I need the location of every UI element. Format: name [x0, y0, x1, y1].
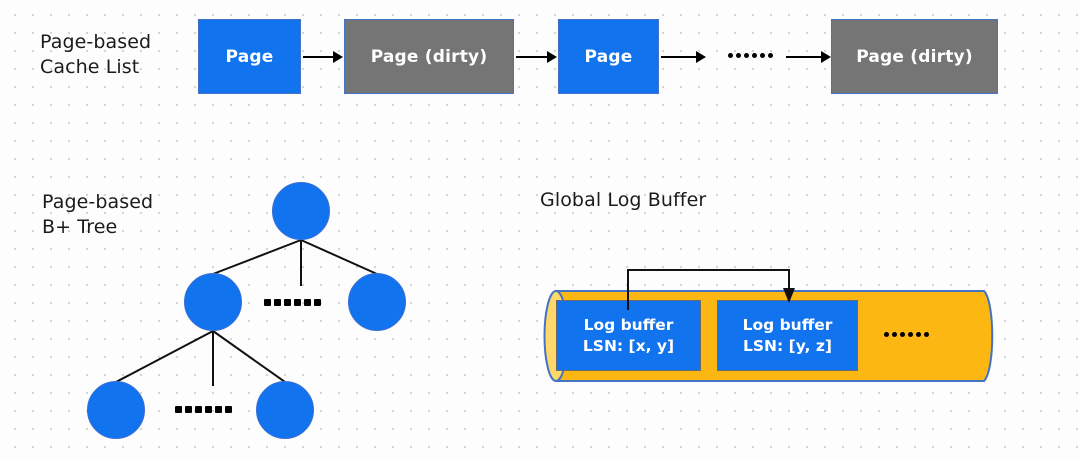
cache-list-caption: Page-based Cache List [40, 31, 152, 78]
btree-node-level2-left[interactable] [87, 381, 145, 439]
cache-arrow-1 [303, 51, 343, 63]
log-buffer-title-2: Log buffer [742, 315, 833, 334]
log-buffer-lsn-2: LSN: [y, z] [743, 336, 832, 355]
cache-arrow-3 [661, 51, 707, 63]
cache-page-box-2[interactable]: Page (dirty) [344, 19, 514, 94]
log-buffer-title-1: Log buffer [583, 315, 674, 334]
btree-node-level2-right[interactable] [256, 381, 314, 439]
btree-node-root[interactable] [272, 182, 330, 240]
cache-list-ellipsis [728, 53, 773, 58]
cache-page-label-1: Page [225, 46, 274, 67]
cache-page-box-4[interactable]: Page (dirty) [831, 19, 998, 94]
cache-page-label-4: Page (dirty) [856, 46, 973, 67]
btree-node-level1-right[interactable] [348, 273, 406, 331]
log-buffer-box-2[interactable]: Log buffer LSN: [y, z] [717, 300, 858, 371]
btree-node-level1-left[interactable] [184, 273, 242, 331]
btree-level2-ellipsis [175, 406, 232, 413]
cache-arrow-2 [516, 51, 558, 63]
cache-page-box-1[interactable]: Page [198, 19, 301, 94]
cache-arrow-4 [786, 51, 832, 63]
log-buffer-ellipsis [884, 332, 929, 337]
cache-page-label-3: Page [584, 46, 633, 67]
btree-level1-ellipsis [264, 299, 321, 306]
log-buffer-caption: Global Log Buffer [540, 189, 707, 211]
btree-caption: Page-based B+ Tree [42, 191, 154, 238]
log-buffer-lsn-1: LSN: [x, y] [582, 336, 675, 355]
cache-page-label-2: Page (dirty) [370, 46, 488, 67]
cache-page-box-3[interactable]: Page [558, 19, 659, 94]
